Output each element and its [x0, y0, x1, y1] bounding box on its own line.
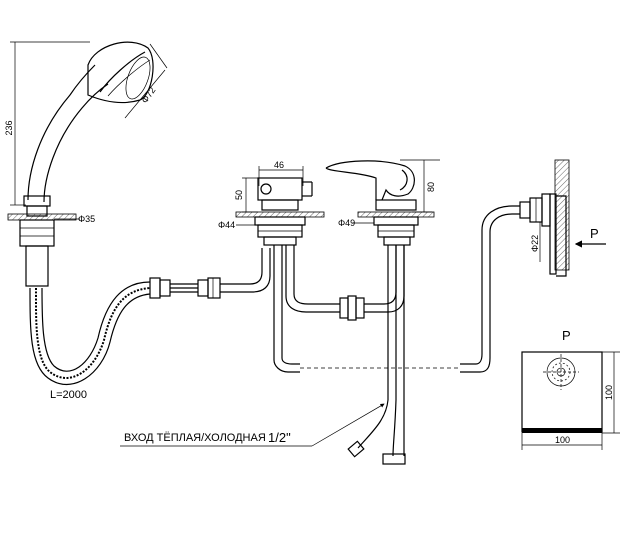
flexible-hose: L=2000 — [29, 248, 271, 401]
hand-shower: 236 Φ72 Φ35 — [4, 41, 168, 287]
dim-plate-width: 100 — [555, 435, 570, 445]
view-title: P — [562, 328, 571, 343]
spout: 80 Φ49 — [325, 159, 440, 465]
inlet-callout: ВХОД ТЁПЛАЯ/ХОЛОДНАЯ 1/2" — [120, 403, 385, 447]
dim-plate-height: 100 — [604, 385, 614, 400]
view-p-plate: P 100 100 — [521, 328, 620, 450]
inlet-label: ВХОД ТЁПЛАЯ/ХОЛОДНАЯ — [124, 432, 266, 444]
dim-valve-height: 50 — [234, 190, 244, 200]
view-arrow-label: P — [590, 226, 599, 241]
hose-length-label: L=2000 — [50, 389, 87, 401]
dim-base-left: Φ35 — [78, 214, 95, 224]
dim-head-diameter: Φ72 — [139, 85, 157, 105]
dim-valve-width: 46 — [274, 160, 284, 170]
dim-spout-height: 80 — [426, 182, 436, 192]
dim-hand-height: 236 — [4, 120, 14, 135]
dim-spout-base: Φ49 — [338, 218, 355, 228]
dim-wall-connector: Φ22 — [530, 235, 540, 252]
mixer-valve: 46 50 Φ44 — [218, 160, 460, 373]
dim-valve-base: Φ44 — [218, 220, 235, 230]
wall-connector: Φ22 P — [460, 159, 606, 373]
inlet-size-label: 1/2" — [268, 430, 291, 445]
